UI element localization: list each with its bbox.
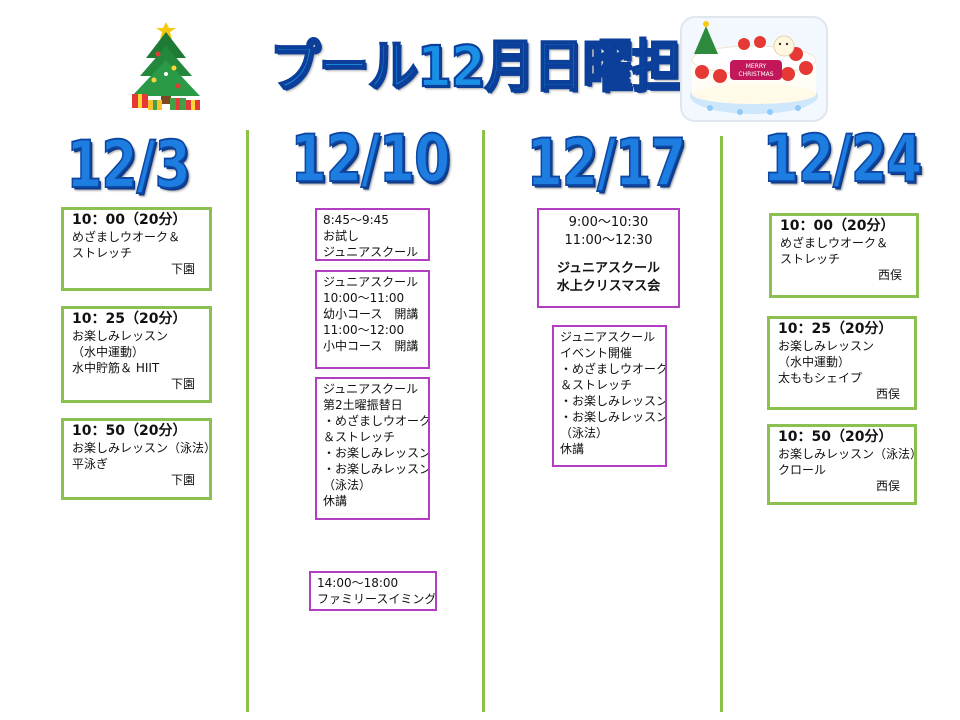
event-name: ジュニアスクール [556, 261, 661, 276]
lesson-name: お楽しみレッスン [72, 329, 169, 343]
schedule-line: 14:00〜18:00 [317, 576, 399, 590]
schedule-line: 小中コース 開講 [323, 339, 419, 353]
schedule-line: ジュニアスクール [323, 382, 419, 396]
column-divider-1 [246, 130, 249, 712]
schedule-line: ジュニアスクール [323, 245, 419, 259]
lesson-time: 10：50（20分） [72, 423, 187, 439]
schedule-time: 9:00〜10:30 [568, 215, 649, 230]
schedule-line: ＆ストレッチ [560, 378, 633, 392]
date-12-3: 12/3 [65, 127, 191, 204]
column-divider-2 [482, 130, 485, 712]
lesson-time: 10：00（20分） [72, 212, 187, 228]
schedule-line: 幼小コース 開講 [323, 307, 419, 321]
schedule-box-12-3-1000: 10：00（20分） めざましウオーク＆ ストレッチ 下園 [61, 207, 212, 291]
schedule-line: ・めざましウオーク [560, 362, 667, 376]
schedule-box-12-3-1025: 10：25（20分） お楽しみレッスン （水中運動） 水中貯筋＆ HIIT 下園 [61, 306, 212, 403]
schedule-line: 11:00〜12:00 [323, 323, 405, 337]
instructor-name: 下園 [170, 473, 195, 487]
schedule-line: ジュニアスクール [560, 330, 656, 344]
lesson-time: 10：25（20分） [72, 311, 187, 327]
lesson-name: お楽しみレッスン（泳法） [72, 441, 212, 455]
lesson-name: クロール [778, 463, 827, 477]
lesson-name: ストレッチ [780, 252, 841, 266]
schedule-box-12-3-1050: 10：50（20分） お楽しみレッスン（泳法） 平泳ぎ 下園 [61, 418, 212, 500]
schedule-line: ジュニアスクール [323, 275, 419, 289]
instructor-name: 西俣 [875, 479, 900, 493]
schedule-line: お試し [323, 229, 360, 243]
date-12-10: 12/10 [290, 121, 451, 198]
schedule-line: （泳法） [560, 426, 609, 440]
lesson-name: お楽しみレッスン（泳法） [778, 447, 917, 461]
schedule-line: 休講 [323, 494, 348, 508]
lesson-time: 10：00（20分） [780, 218, 895, 234]
schedule-box-12-24-1025: 10：25（20分） お楽しみレッスン （水中運動） 太ももシェイプ 西俣 [767, 316, 917, 410]
schedule-line: ・めざましウオーク [323, 414, 430, 428]
schedule-time: 11:00〜12:30 [564, 233, 653, 248]
lesson-time: 10：25（20分） [778, 321, 893, 337]
instructor-name: 下園 [170, 377, 195, 391]
schedule-box-12-24-1050: 10：50（20分） お楽しみレッスン（泳法） クロール 西俣 [767, 424, 917, 505]
lesson-name: ストレッチ [72, 246, 133, 260]
schedule-line: イベント開催 [560, 346, 633, 360]
column-divider-3 [720, 136, 723, 712]
schedule-line: ・お楽しみレッスン [323, 462, 430, 476]
schedule-line: ・お楽しみレッスン [560, 394, 667, 408]
schedule-box-12-10-family: 14:00〜18:00 ファミリースイミング [309, 571, 437, 611]
schedule-line: ・お楽しみレッスン [560, 410, 667, 424]
schedule-line: 10:00〜11:00 [323, 291, 405, 305]
date-12-17: 12/17 [526, 125, 687, 202]
lesson-name: めざましウオーク＆ [72, 230, 181, 244]
instructor-name: 西俣 [875, 387, 900, 401]
lesson-name: （水中運動） [778, 355, 851, 369]
spacer [547, 250, 670, 260]
schedule-box-12-10-junior: ジュニアスクール 10:00〜11:00 幼小コース 開講 11:00〜12:0… [315, 270, 430, 369]
schedule-line: 休講 [560, 442, 585, 456]
lesson-name: お楽しみレッスン [778, 339, 875, 353]
schedule-line: 第2土曜振替日 [323, 398, 403, 412]
lesson-name: めざましウオーク＆ [780, 236, 889, 250]
event-name: 水上クリスマス会 [556, 279, 661, 294]
lesson-name: 水中貯筋＆ HIIT [72, 361, 160, 375]
instructor-name: 下園 [170, 262, 195, 276]
cake-text-merry: MERRY [746, 63, 767, 70]
lesson-name: 太ももシェイプ [778, 371, 863, 385]
schedule-line: ファミリースイミング [317, 592, 437, 606]
lesson-name: （水中運動） [72, 345, 145, 359]
schedule-box-12-24-1000: 10：00（20分） めざましウオーク＆ ストレッチ 西俣 [769, 213, 919, 298]
date-12-24: 12/24 [762, 121, 923, 198]
schedule-line: （泳法） [323, 478, 372, 492]
schedule-box-12-10-substitute: ジュニアスクール 第2土曜振替日 ・めざましウオーク ＆ストレッチ ・お楽しみレ… [315, 377, 430, 520]
lesson-name: 平泳ぎ [72, 457, 109, 471]
lesson-time: 10：50（20分） [778, 429, 893, 445]
schedule-box-12-17-christmas: 9:00〜10:30 11:00〜12:30 ジュニアスクール 水上クリスマス会 [537, 208, 680, 308]
schedule-box-12-10-trial: 8:45〜9:45 お試し ジュニアスクール [315, 208, 430, 261]
page-title: プール12月日曜担当 [269, 33, 732, 100]
schedule-box-12-17-event: ジュニアスクール イベント開催 ・めざましウオーク ＆ストレッチ ・お楽しみレッ… [552, 325, 667, 467]
schedule-line: ＆ストレッチ [323, 430, 396, 444]
cake-text-christmas: CHRISTMAS [738, 71, 773, 78]
instructor-name: 西俣 [877, 268, 902, 282]
schedule-line: ・お楽しみレッスン [323, 446, 430, 460]
christmas-tree-icon [132, 22, 200, 110]
schedule-line: 8:45〜9:45 [323, 213, 389, 227]
christmas-cake-icon: MERRY CHRISTMAS [680, 16, 828, 122]
